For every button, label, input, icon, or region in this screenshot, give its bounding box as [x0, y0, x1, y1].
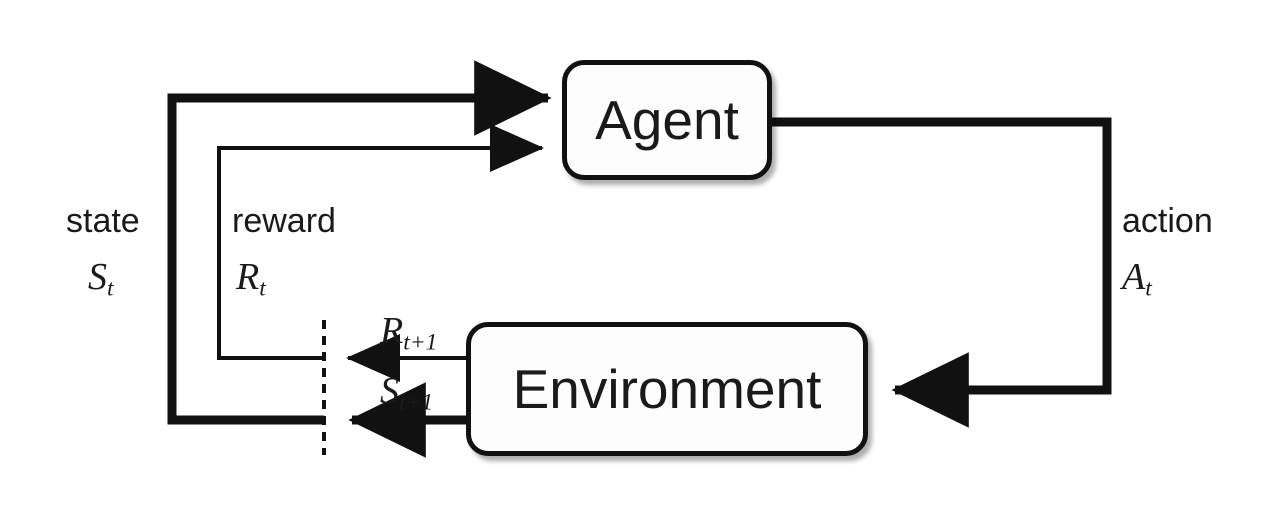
action-symbol-label: At	[1122, 258, 1152, 301]
edge-reward-to-agent	[217, 124, 544, 360]
state-next-symbol-label: St+1	[380, 372, 433, 415]
edge-action-to-environment	[770, 117, 1112, 428]
reward-next-symbol-label: Rt+1	[380, 312, 437, 355]
reward-subscript: t	[259, 275, 266, 302]
state-next-symbol: S	[380, 370, 399, 412]
state-symbol-label: St	[88, 258, 114, 301]
state-label: state	[66, 202, 140, 240]
action-symbol: A	[1122, 256, 1146, 298]
environment-node-label: Environment	[512, 357, 822, 420]
action-subscript: t	[1145, 275, 1152, 302]
edge-state-to-agent	[167, 60, 552, 425]
reward-next-symbol: R	[380, 310, 404, 352]
state-symbol: S	[88, 256, 107, 298]
reward-symbol-label: Rt	[236, 258, 266, 301]
state-next-subscript: t+1	[399, 389, 434, 416]
environment-node: Environment	[466, 322, 868, 456]
reward-symbol: R	[236, 256, 260, 298]
reward-label: reward	[232, 202, 336, 240]
agent-node: Agent	[562, 60, 772, 180]
agent-node-label: Agent	[595, 88, 739, 151]
reward-next-subscript: t+1	[403, 329, 438, 356]
action-label: action	[1122, 202, 1213, 240]
state-subscript: t	[107, 275, 114, 302]
